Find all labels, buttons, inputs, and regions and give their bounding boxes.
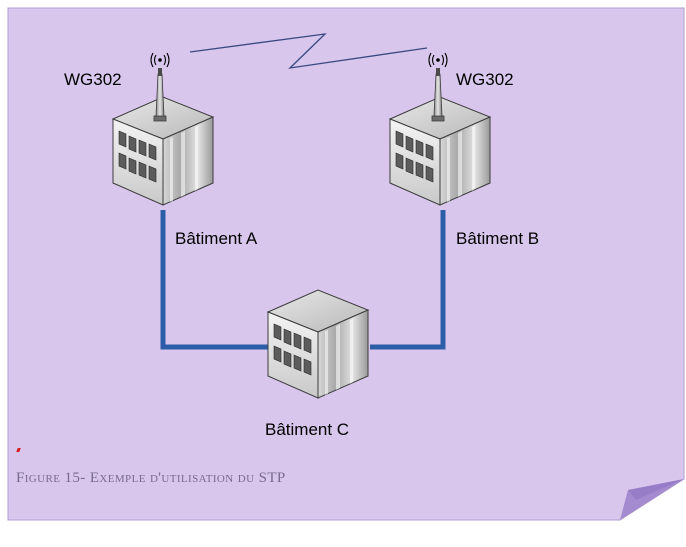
- wireless-link: [189, 33, 428, 69]
- link-a-to-c: [160, 210, 270, 350]
- access-point-label-right: WG302: [456, 70, 514, 89]
- building-c-label: Bâtiment C: [265, 420, 350, 439]
- figure-caption: Figure 15- Exemple d'utilisation du STP: [16, 470, 286, 486]
- access-point-label-left: WG302: [64, 70, 122, 89]
- building-b-label: Bâtiment B: [456, 229, 540, 248]
- wired-links: [160, 210, 446, 350]
- building-c: [267, 289, 369, 399]
- link-b-to-c: [370, 210, 446, 350]
- page-curl: [620, 479, 684, 520]
- building-icon: [267, 289, 369, 399]
- building-a-label: Bâtiment A: [175, 229, 258, 248]
